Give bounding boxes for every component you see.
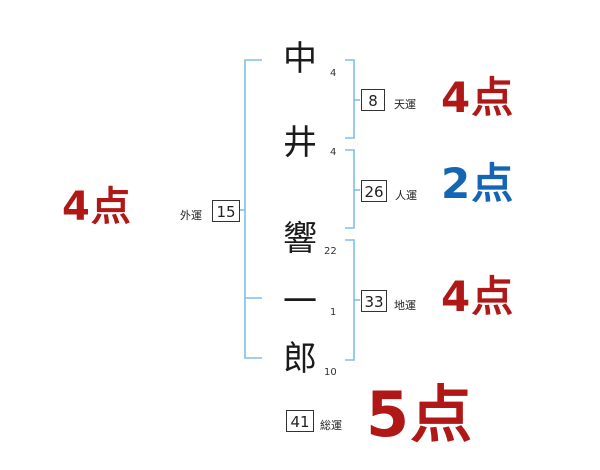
jinkaku-bracket — [345, 149, 355, 229]
stroke-count-2: 4 — [330, 147, 337, 158]
gaikaku-label: 外運 — [180, 209, 202, 222]
chikaku-score: 4点 — [441, 272, 515, 321]
chikaku-value-box: 33 — [361, 290, 387, 312]
soukaku-score: 5点 — [366, 378, 474, 451]
stroke-count-5: 10 — [324, 367, 337, 378]
name-char-1: 中 — [283, 39, 317, 79]
tenkaku-value-box: 8 — [361, 89, 385, 111]
tenkaku-score: 4点 — [441, 73, 515, 122]
gaikaku-score: 4点 — [62, 184, 132, 230]
jinkaku-score: 2点 — [441, 159, 515, 208]
stroke-count-1: 4 — [330, 68, 337, 79]
soukaku-value-box: 41 — [286, 410, 314, 432]
jinkaku-label: 人運 — [395, 189, 417, 202]
tenkaku-label: 天運 — [394, 98, 416, 111]
stroke-count-3: 22 — [324, 246, 337, 257]
name-char-4: 一 — [283, 282, 317, 322]
chikaku-bracket — [345, 239, 355, 361]
gaikaku-value-box: 15 — [212, 200, 240, 222]
jinkaku-value-box: 26 — [361, 180, 387, 202]
tenkaku-bracket — [345, 59, 355, 139]
soukaku-label: 総運 — [320, 419, 342, 432]
outer-bracket — [244, 59, 262, 359]
name-char-5: 郎 — [283, 339, 317, 379]
chikaku-label: 地運 — [394, 299, 416, 312]
name-char-3: 響 — [283, 219, 317, 259]
name-char-2: 井 — [283, 123, 317, 163]
stroke-count-4: 1 — [330, 307, 337, 318]
